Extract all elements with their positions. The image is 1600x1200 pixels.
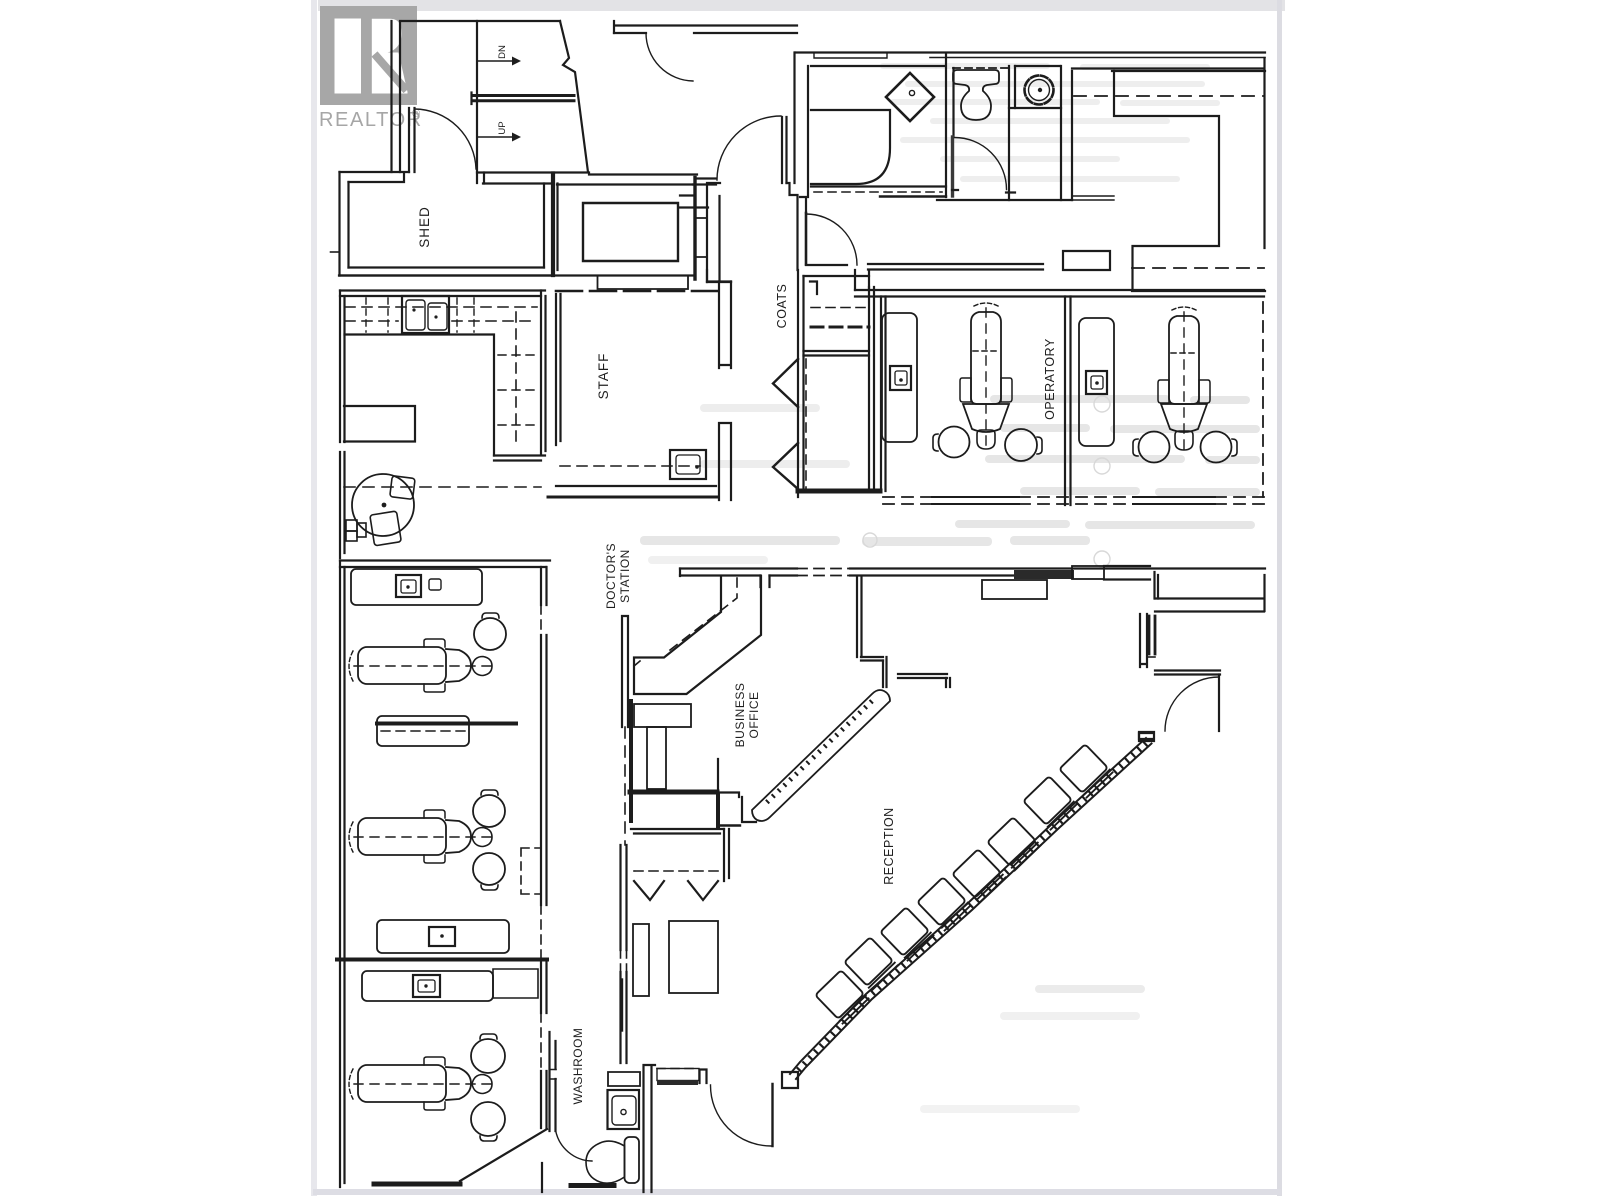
svg-text:DN: DN bbox=[497, 45, 508, 59]
svg-text:WASHROOM: WASHROOM bbox=[571, 1028, 585, 1105]
svg-text:BUSINESS: BUSINESS bbox=[733, 683, 747, 748]
svg-text:REALTOR: REALTOR bbox=[319, 109, 423, 131]
svg-text:OPERATORY: OPERATORY bbox=[1043, 338, 1057, 420]
svg-text:DOCTOR'S: DOCTOR'S bbox=[604, 543, 618, 609]
svg-text:UP: UP bbox=[497, 121, 508, 134]
svg-text:RECEPTION: RECEPTION bbox=[882, 807, 896, 884]
svg-text:®: ® bbox=[412, 108, 420, 120]
svg-text:COATS: COATS bbox=[775, 284, 789, 329]
svg-text:STAFF: STAFF bbox=[596, 353, 611, 400]
svg-text:SHED: SHED bbox=[417, 206, 432, 248]
svg-text:OFFICE: OFFICE bbox=[747, 692, 761, 739]
svg-text:STATION: STATION bbox=[618, 549, 632, 603]
